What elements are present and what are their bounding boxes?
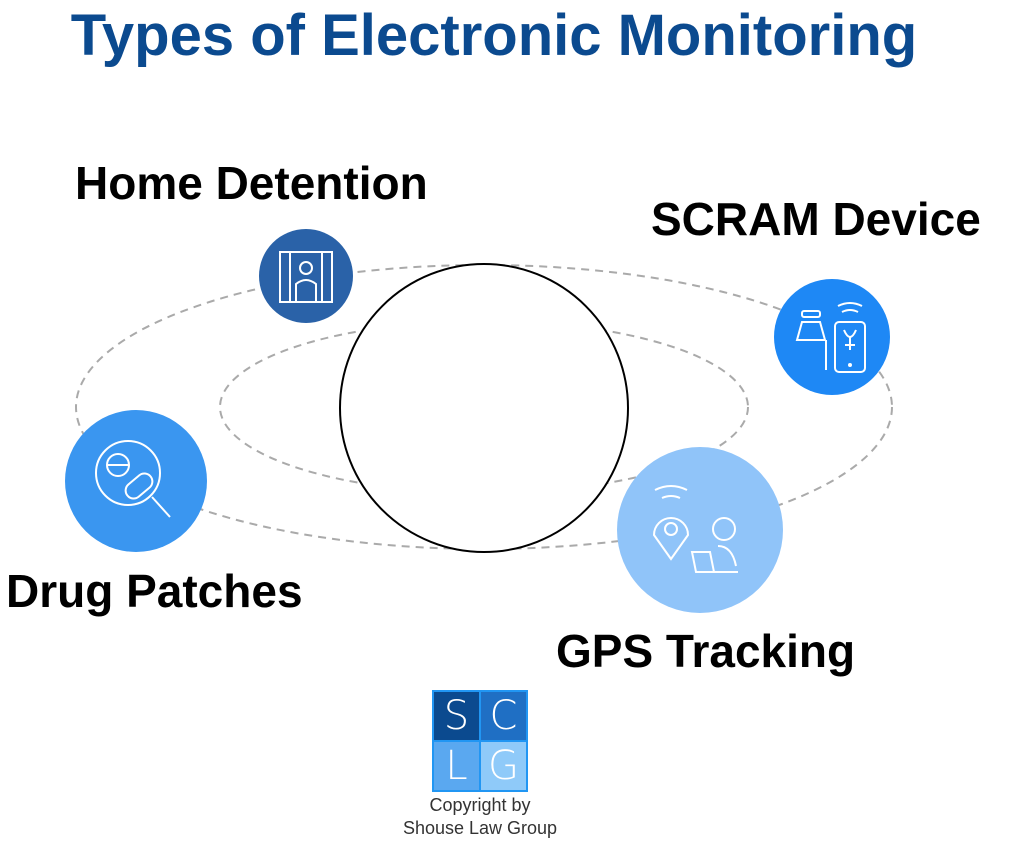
prison-inmate-icon [259,229,353,323]
label-scram-device: SCRAM Device [651,193,981,245]
copyright-line2: Shouse Law Group [402,818,558,838]
alcohol-monitor-icon [774,279,890,395]
page-title: Types of Electronic Monitoring [70,3,918,68]
inner-orbit [219,320,749,494]
pill-search-icon [65,410,207,552]
copyright-line1: Copyright by [429,795,531,815]
label-gps-tracking: GPS Tracking [556,625,856,677]
logo-letter-l: L [434,742,479,790]
center-circle [339,263,629,553]
label-drug-patches: Drug Patches [6,565,303,617]
location-laptop-icon [617,447,783,613]
logo-letter-g: G [481,742,526,790]
sclg-logo: S C L G [432,690,528,792]
label-home-detention: Home Detention [75,157,428,209]
logo-letter-s: S [434,692,479,740]
logo-letter-c: C [481,692,526,740]
